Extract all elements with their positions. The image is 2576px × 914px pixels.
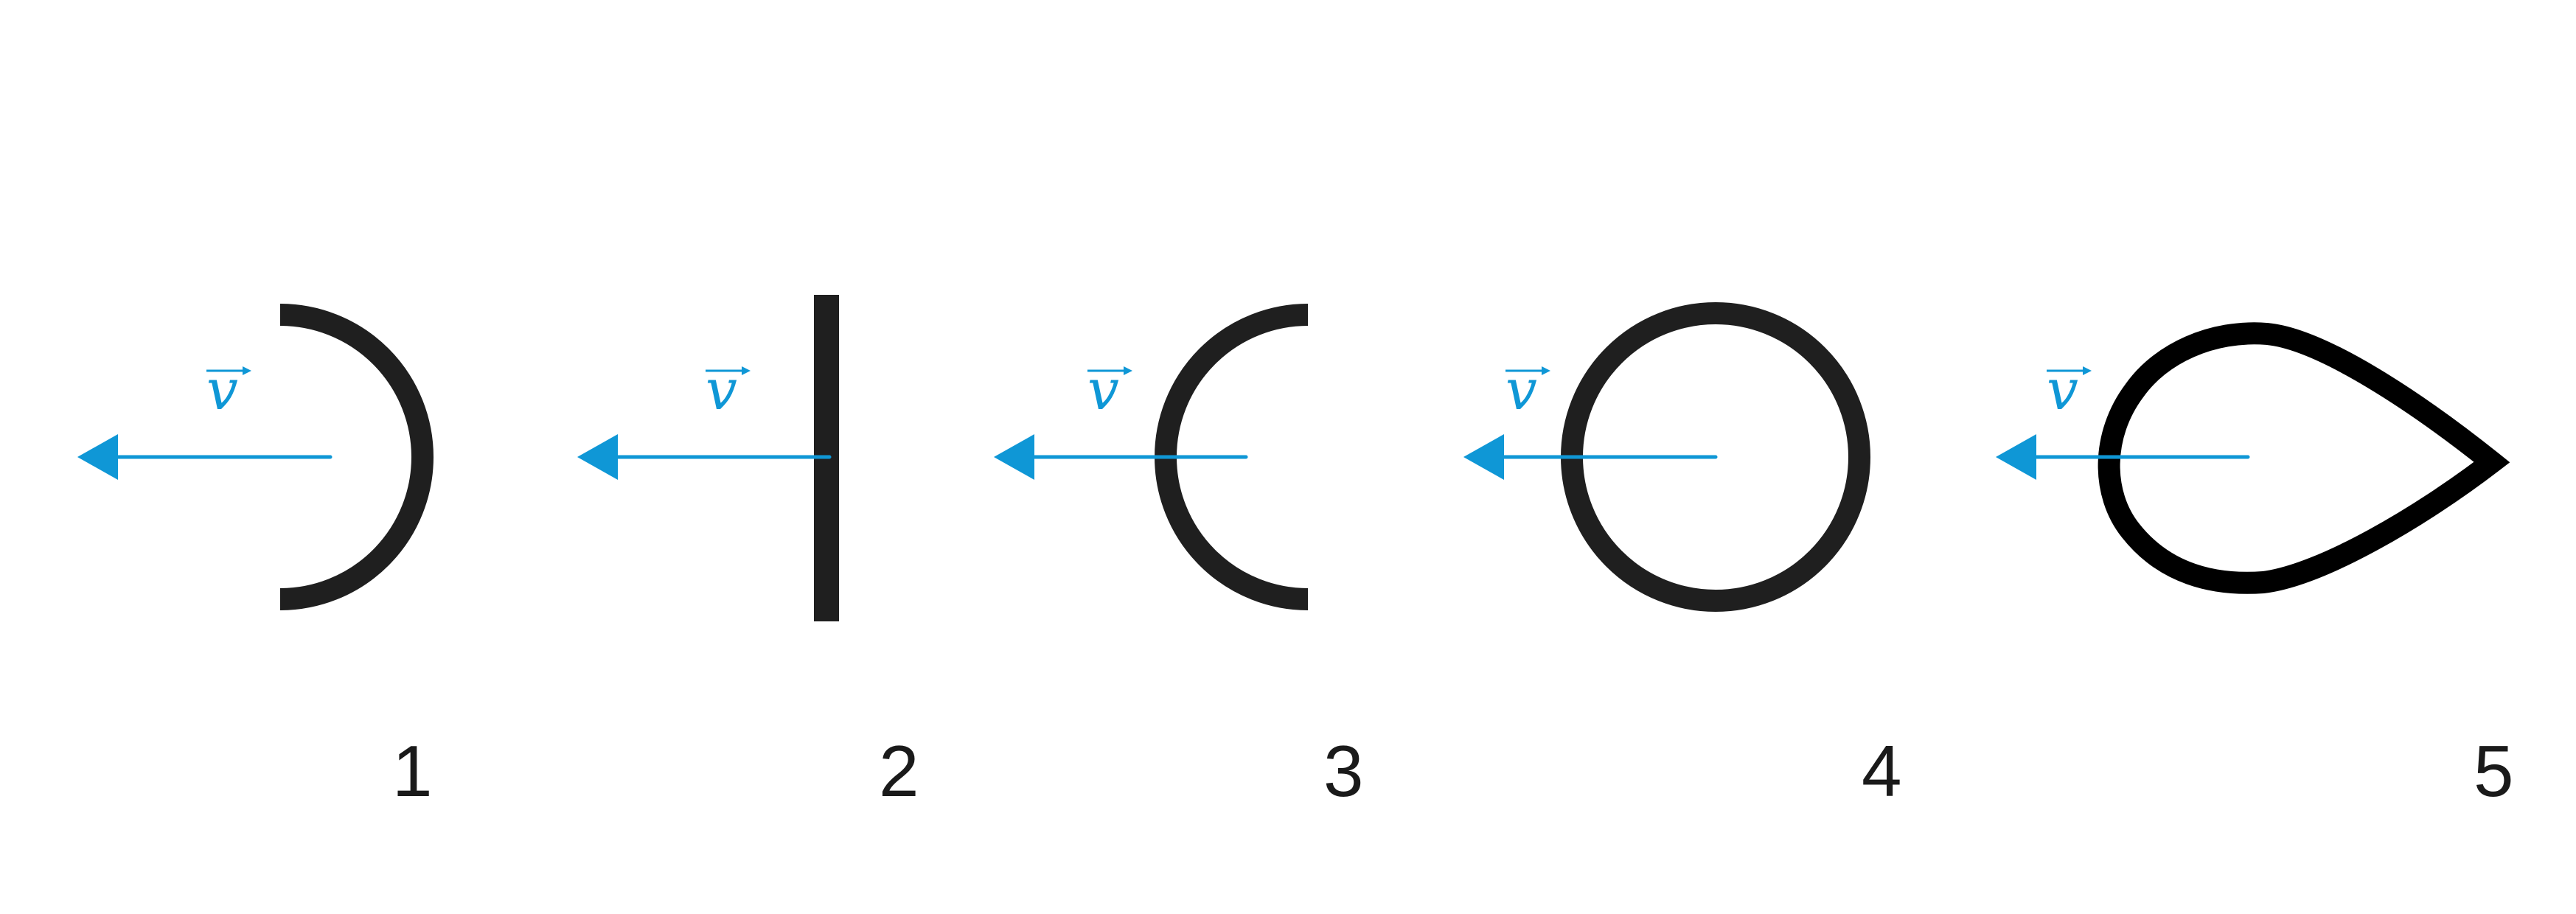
figure-number-4: 4 xyxy=(1862,730,1902,812)
figure-number-5: 5 xyxy=(2474,730,2514,812)
shape-teardrop xyxy=(2098,322,2510,594)
figure-1: v 1 xyxy=(77,304,434,812)
svg-text:v: v xyxy=(706,357,737,422)
figure-number-1: 1 xyxy=(392,730,433,812)
svg-text:v: v xyxy=(206,357,238,422)
figure-5: v 5 xyxy=(1996,322,2514,812)
velocity-arrow xyxy=(1996,434,2250,480)
shape-semicircle-convex xyxy=(279,304,434,610)
velocity-label: v xyxy=(1505,357,1550,422)
velocity-label: v xyxy=(206,357,251,422)
velocity-label: v xyxy=(1087,357,1132,422)
svg-text:v: v xyxy=(1505,357,1537,422)
figure-number-3: 3 xyxy=(1323,730,1364,812)
velocity-label: v xyxy=(2047,357,2092,422)
figure-number-2: 2 xyxy=(879,730,919,812)
svg-text:v: v xyxy=(2047,357,2078,422)
figure-4: v 4 xyxy=(1463,302,1902,812)
svg-text:v: v xyxy=(1087,357,1119,422)
velocity-arrow xyxy=(77,434,333,480)
velocity-label: v xyxy=(706,357,751,422)
velocity-arrow xyxy=(994,434,1248,480)
velocity-arrow xyxy=(1463,434,1718,480)
figure-3: v 3 xyxy=(994,304,1364,812)
velocity-arrow xyxy=(577,434,832,480)
figure-2: v 2 xyxy=(577,295,919,812)
